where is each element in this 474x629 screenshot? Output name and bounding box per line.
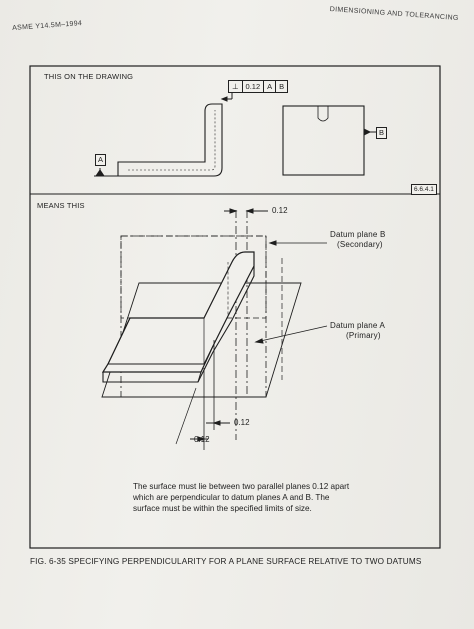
datum-a-label: Datum plane A	[330, 321, 386, 330]
figure-frame	[29, 65, 441, 549]
l-part-3d	[101, 251, 255, 373]
feature-control-frame: ⊥ 0.12 A B	[228, 80, 289, 93]
l-part-hidden-line	[128, 110, 216, 171]
datum-b-box: B	[376, 127, 387, 139]
section-label-drawing: THIS ON THE DRAWING	[44, 72, 134, 81]
datum-a-box: A	[95, 154, 106, 166]
paragraph-ref: 6.6.4.1	[411, 184, 437, 195]
dimension-bottom: 0.12	[194, 435, 210, 444]
tolerance-value: 0.12	[243, 81, 265, 92]
dimension-mid: 0.12	[234, 418, 250, 427]
datum-b-label: Datum plane B	[330, 230, 386, 239]
datum-b-sublabel: (Secondary)	[337, 240, 383, 249]
dimension-top: 0.12	[272, 206, 288, 215]
datum-a-sublabel: (Primary)	[346, 331, 381, 340]
explanatory-note: The surface must lie between two paralle…	[133, 482, 350, 513]
section-label-means: MEANS THIS	[37, 201, 85, 210]
side-view-outline	[282, 105, 365, 176]
secondary-datum-ref: B	[279, 82, 285, 91]
l-part-outline	[117, 103, 223, 177]
figure-caption: FIG. 6-35 SPECIFYING PERPENDICULARITY FO…	[30, 557, 422, 566]
perpendicularity-symbol-icon: ⊥	[229, 81, 243, 92]
primary-datum-ref: A	[264, 81, 277, 92]
